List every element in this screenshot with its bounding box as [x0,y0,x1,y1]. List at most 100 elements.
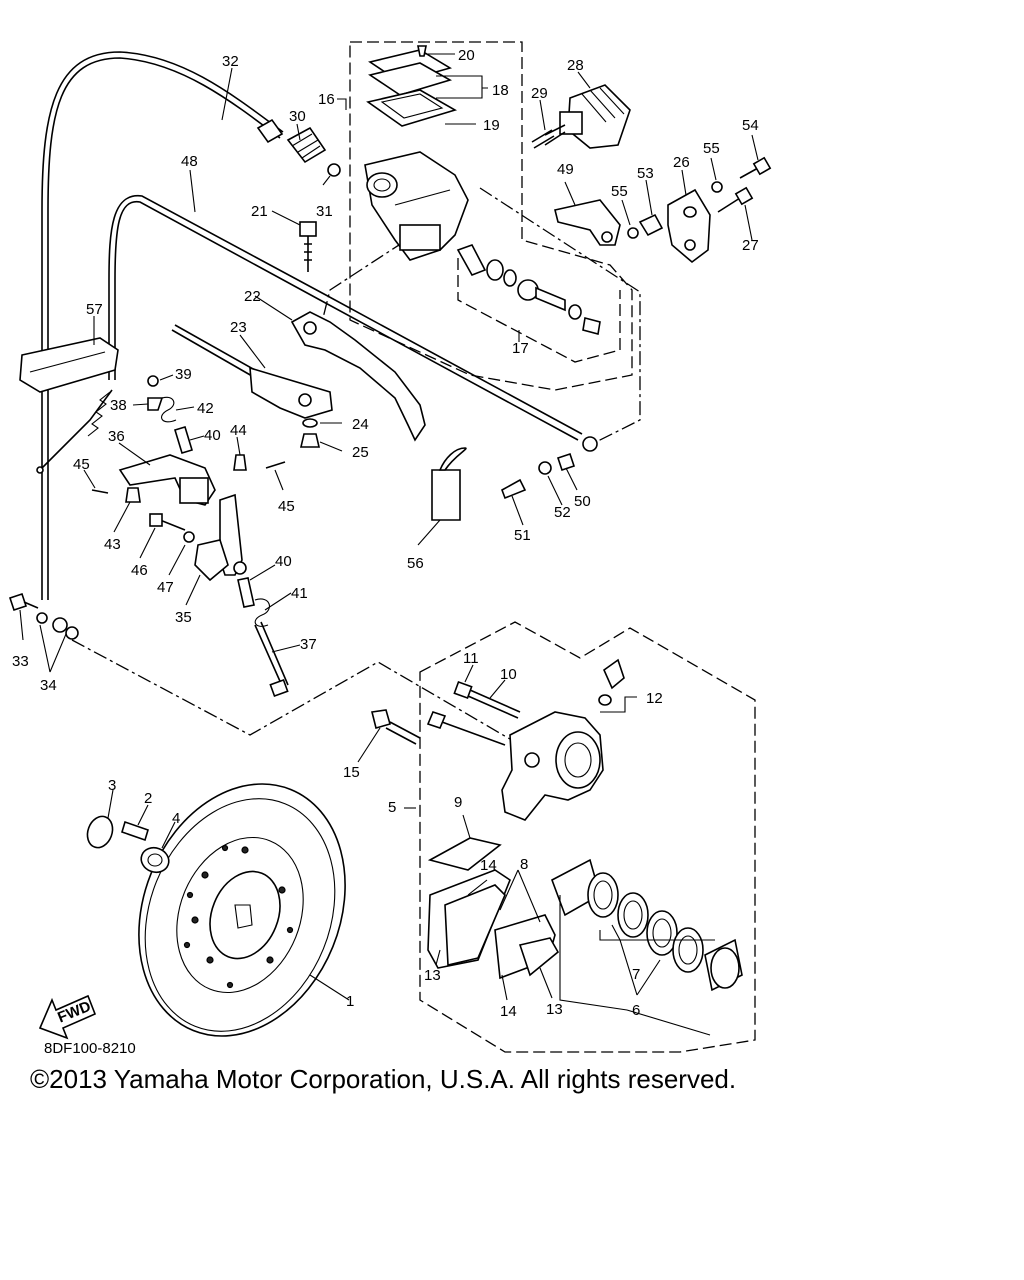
arm-35 [194,493,247,582]
callout-label-24: 24 [352,416,369,433]
callout-label-40: 40 [204,427,221,444]
piston-kit-17 [456,244,601,335]
washer-34c [65,626,79,640]
washer-52 [538,461,552,475]
washer-55a [627,227,639,239]
callout-label-15: 15 [343,764,360,781]
cam-lever-36 [118,454,216,506]
nut-39 [147,375,159,387]
callout-label-11: 11 [463,650,479,667]
washer-24 [302,418,318,428]
callout-label-38: 38 [110,397,127,414]
callout-label-17: 17 [512,340,529,357]
callout-label-33: 33 [12,653,29,670]
diagram-code: 8DF100-8210 [44,1040,136,1057]
callout-label-52: 52 [554,504,571,521]
parking-lever-23 [171,324,333,419]
callout-label-13: 13 [424,967,441,984]
callout-label-28: 28 [567,57,584,74]
caliper-group-outline [419,621,756,1053]
pin-40b [237,577,255,608]
cable-48 [114,200,579,441]
callout-label-40: 40 [275,553,292,570]
callout-label-35: 35 [175,609,192,626]
callout-label-2: 2 [144,790,152,807]
callout-label-16: 16 [318,91,335,108]
callout-label-34: 34 [40,677,57,694]
callout-label-53: 53 [637,165,654,182]
callout-label-46: 46 [131,562,148,579]
washer-55b [711,181,723,193]
brake-disc-1 [138,783,346,1037]
washer-34a [36,612,48,624]
callout-label-7: 7 [632,966,640,983]
cable-32 [47,57,281,600]
callout-label-45: 45 [73,456,90,473]
spring-41 [254,598,270,627]
line-master-to-lever [319,227,426,331]
bolt-33 [8,592,28,612]
callout-label-50: 50 [574,493,591,510]
bolt-21 [299,221,317,272]
callout-label-41: 41 [291,585,308,602]
circlip-3 [86,815,114,849]
callout-label-22: 22 [244,288,261,305]
bolt-54 [739,156,772,179]
piston-seals [551,858,743,992]
part-44 [233,454,247,471]
callout-label-37: 37 [300,636,317,653]
washer-31 [327,163,341,177]
caliper-body [501,711,604,821]
callout-label-3: 3 [108,777,116,794]
bolt-caliper [426,711,447,729]
cable-32-inner [41,51,284,600]
callout-label-26: 26 [673,154,690,171]
brake-lever-22 [290,311,426,442]
pad-set [427,869,560,980]
callout-label-42: 42 [197,400,214,417]
callout-label-57: 57 [86,301,103,318]
callout-label-25: 25 [352,444,369,461]
callout-label-19: 19 [483,117,500,134]
callout-label-5: 5 [388,799,396,816]
label-56 [431,447,467,521]
callout-label-47: 47 [157,579,174,596]
callout-label-31: 31 [316,203,333,220]
line-cable-to-caliper [71,639,516,743]
nut-25 [299,433,321,448]
seal-kit-outline [457,258,621,363]
collar-53 [638,213,664,237]
master-cylinder-body [364,151,469,261]
pin-45a [91,489,109,494]
callout-label-51: 51 [514,527,531,544]
callout-label-29: 29 [531,85,548,102]
callout-label-48: 48 [181,153,198,170]
brake-switch-28 [544,84,631,149]
fitting-30 [256,118,327,164]
bolt-51 [501,478,527,500]
pad-spring-9 [427,837,502,871]
callout-label-13: 13 [546,1001,563,1018]
line-master-to-hose [479,187,641,446]
callout-label-18: 18 [492,82,509,99]
callout-label-32: 32 [222,53,239,70]
callout-label-23: 23 [230,319,247,336]
callout-label-30: 30 [289,108,306,125]
cable-end [36,466,44,474]
callout-label-12: 12 [646,690,663,707]
bolt-29 [531,129,555,149]
washer-4 [140,846,170,874]
callout-label-56: 56 [407,555,424,572]
callout-label-43: 43 [104,536,121,553]
callout-label-54: 54 [742,117,759,134]
pin-10 [453,680,521,719]
spring-42 [157,396,177,423]
callout-label-45: 45 [278,498,295,515]
washer-34b [52,617,68,633]
callout-labels: 1234567891011121313141415161718192021222… [12,47,759,1020]
bolt-37 [254,621,289,698]
callout-label-14: 14 [500,1003,517,1020]
callout-label-4: 4 [172,810,180,827]
